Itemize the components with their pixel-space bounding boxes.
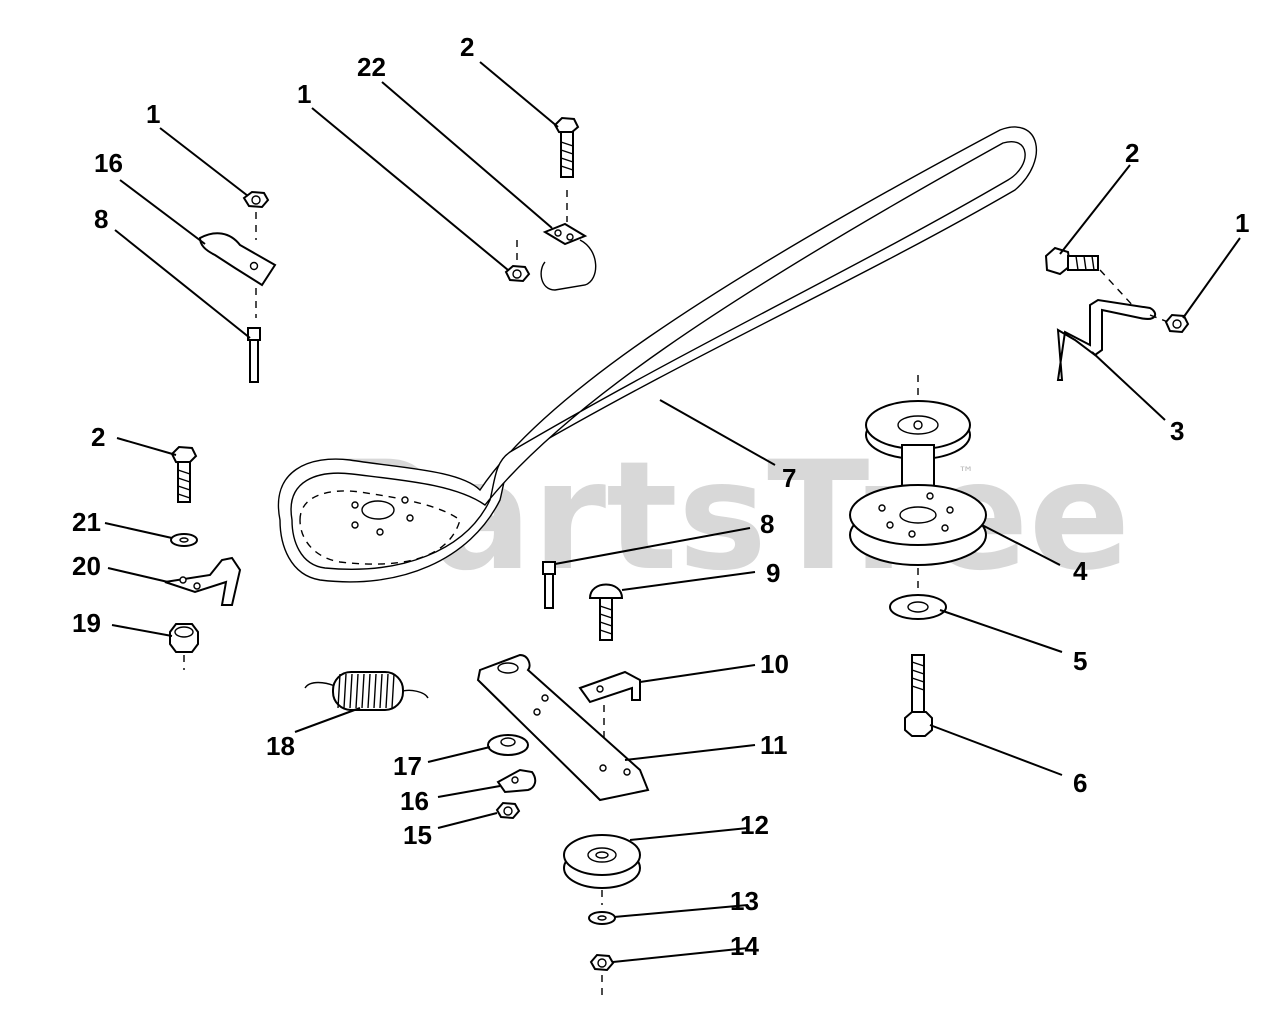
flat-washer-left[interactable]	[170, 533, 198, 547]
belt-guide-top-left[interactable]	[198, 232, 277, 287]
hex-nut-top-left[interactable]	[242, 190, 270, 209]
callout-3: 3	[1170, 416, 1184, 446]
callout-16-top-left: 16	[94, 148, 123, 178]
callout-1-top-center: 1	[297, 79, 311, 109]
mounting-bracket-left[interactable]	[164, 556, 242, 606]
shoulder-bolt-left[interactable]	[247, 327, 261, 383]
callout-6: 6	[1073, 768, 1087, 798]
callout-22: 22	[357, 52, 386, 82]
hex-bolt-top-center[interactable]	[553, 116, 580, 178]
drive-belt[interactable]	[277, 126, 1038, 583]
hex-bolt-left[interactable]	[170, 445, 198, 503]
shoulder-bolt-center[interactable]	[542, 561, 556, 609]
flat-washer-right[interactable]	[889, 594, 947, 620]
lock-nut-left[interactable]	[169, 623, 199, 653]
hex-nut-bottom[interactable]	[589, 953, 615, 972]
hex-bolt-top-right[interactable]	[1044, 246, 1099, 276]
callout-1-top-right: 1	[1235, 208, 1249, 238]
idler-arm-bracket[interactable]	[1056, 298, 1157, 381]
hex-nut-bottom-left[interactable]	[495, 801, 521, 820]
callout-14: 14	[730, 931, 759, 961]
callout-2-top-right: 2	[1125, 138, 1139, 168]
callout-8-center: 8	[760, 509, 774, 539]
belt-guide-small[interactable]	[496, 768, 537, 794]
callout-7: 7	[782, 463, 796, 493]
callout-2-top-center: 2	[460, 32, 474, 62]
callout-10: 10	[760, 649, 789, 679]
callout-18: 18	[266, 731, 295, 761]
watermark-trademark: ™	[958, 463, 974, 482]
hex-nut-top-right[interactable]	[1164, 313, 1190, 334]
callout-9: 9	[766, 558, 780, 588]
belt-guide-center[interactable]	[578, 670, 641, 704]
hex-bolt-right[interactable]	[904, 654, 933, 737]
callout-5: 5	[1073, 646, 1087, 676]
callout-12: 12	[740, 810, 769, 840]
callout-8-top-left: 8	[94, 204, 108, 234]
callout-15: 15	[403, 820, 432, 850]
callout-16-bottom: 16	[400, 786, 429, 816]
callout-labels: 1 16 8 1 22 2 2 1 3 7 4 5 6 2 21 20 19 8…	[72, 32, 1249, 961]
callout-4: 4	[1073, 556, 1088, 586]
double-pulley[interactable]	[849, 400, 987, 566]
hex-nut-top-center[interactable]	[504, 264, 531, 283]
callout-17: 17	[393, 751, 422, 781]
engine-pulley-hub[interactable]	[351, 496, 414, 536]
leader-lines	[104, 61, 1241, 963]
callout-2-left: 2	[91, 422, 105, 452]
callout-20: 20	[72, 551, 101, 581]
callout-11: 11	[760, 730, 788, 760]
callout-19: 19	[72, 608, 101, 638]
callout-1-top-left: 1	[146, 99, 160, 129]
belt-keeper-bracket[interactable]	[540, 222, 597, 291]
callout-13: 13	[730, 886, 759, 916]
flat-washer-bottom[interactable]	[588, 911, 616, 925]
idler-arm[interactable]	[476, 653, 650, 802]
spacer-bushing[interactable]	[487, 734, 529, 756]
callout-21: 21	[72, 507, 101, 537]
carriage-bolt[interactable]	[588, 583, 624, 641]
idler-pulley[interactable]	[563, 834, 641, 889]
extension-spring[interactable]	[304, 671, 429, 711]
